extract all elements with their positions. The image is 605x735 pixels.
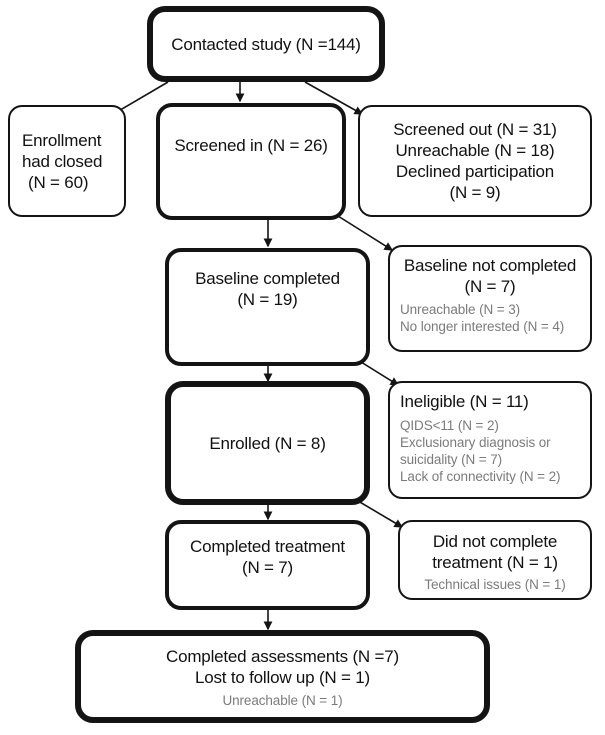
node-did-not-complete-treatment-line2: treatment (N = 1) <box>432 553 558 572</box>
edge-screened-in-to-baseline-not-completed <box>337 215 394 251</box>
node-completed-treatment-line2: (N = 7) <box>241 558 294 577</box>
node-screened-out[interactable]: Screened out (N = 31) Unreachable (N = 1… <box>358 105 592 217</box>
node-baseline-not-completed-sub2: No longer interested (N = 4) <box>400 319 565 334</box>
node-contacted-study[interactable]: Contacted study (N =144) <box>147 6 385 82</box>
node-baseline-not-completed-line1: Baseline not completed <box>403 256 577 275</box>
node-screened-in[interactable]: Screened in (N = 26) <box>156 103 346 220</box>
node-baseline-not-completed-line2: (N = 7) <box>464 277 516 296</box>
node-baseline-completed-line2: (N = 19) <box>237 290 298 309</box>
node-ineligible-sub1: QIDS<11 (N = 2) <box>400 418 499 433</box>
node-completed-assessments[interactable]: Completed assessments (N =7) Lost to fol… <box>75 630 490 723</box>
node-baseline-completed[interactable]: Baseline completed (N = 19) <box>165 248 370 366</box>
node-did-not-complete-treatment-line1: Did not complete <box>432 532 558 551</box>
node-completed-assessments-line2: Lost to follow up (N = 1) <box>194 668 370 687</box>
node-enrollment-had-closed-line2: had closed <box>22 151 103 171</box>
node-screened-out-line2: Unreachable (N = 18) <box>395 141 555 160</box>
node-baseline-completed-line1: Baseline completed <box>195 269 340 288</box>
node-baseline-not-completed-sub1: Unreachable (N = 3) <box>400 302 521 317</box>
node-screened-in-line1: Screened in (N = 26) <box>174 136 328 155</box>
node-screened-out-line1: Screened out (N = 31) <box>393 120 557 139</box>
node-ineligible-sub3: Lack of connectivity (N = 2) <box>400 469 561 484</box>
node-screened-out-line4: (N = 9) <box>449 183 501 202</box>
node-enrollment-had-closed[interactable]: Enrollment had closed (N = 60) <box>8 105 126 217</box>
node-enrollment-had-closed-line3: (N = 60) <box>28 172 89 192</box>
node-baseline-not-completed[interactable]: Baseline not completed (N = 7) Unreachab… <box>388 245 592 352</box>
node-completed-treatment-line1: Completed treatment <box>190 537 345 556</box>
node-contacted-study-line1: Contacted study (N =144) <box>171 34 361 54</box>
node-enrolled[interactable]: Enrolled (N = 8) <box>165 381 370 505</box>
node-completed-assessments-line1: Completed assessments (N =7) <box>166 647 399 666</box>
node-completed-assessments-sub1: Unreachable (N = 1) <box>222 693 343 708</box>
node-enrollment-had-closed-line1: Enrollment <box>22 130 102 150</box>
node-completed-treatment[interactable]: Completed treatment (N = 7) <box>165 520 370 610</box>
node-ineligible-line1: Ineligible (N = 11) <box>400 392 529 411</box>
node-ineligible[interactable]: Ineligible (N = 11) QIDS<11 (N = 2) Excl… <box>388 381 592 499</box>
node-did-not-complete-treatment[interactable]: Did not complete treatment (N = 1) Techn… <box>398 520 592 600</box>
node-did-not-complete-treatment-sub1: Technical issues (N = 1) <box>424 577 566 592</box>
node-ineligible-sub2: Exclusionary diagnosis or suicidality (N… <box>400 435 551 467</box>
node-enrolled-line1: Enrolled (N = 8) <box>209 433 326 453</box>
node-screened-out-line3: Declined participation <box>395 162 555 181</box>
